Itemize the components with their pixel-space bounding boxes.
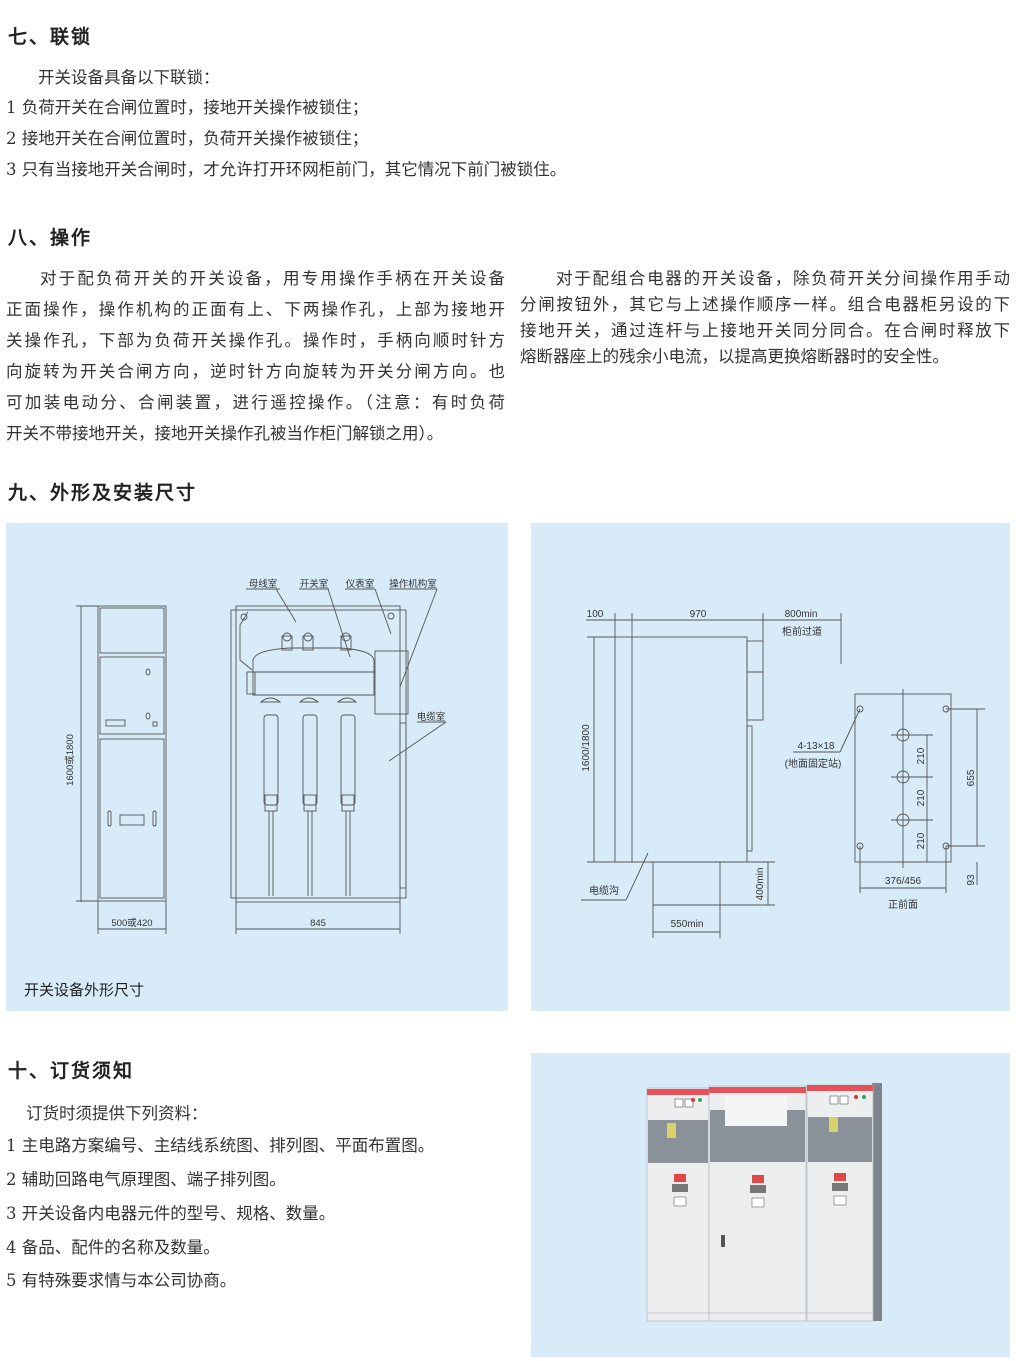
s7-line: 3 只有当接地开关合闸时，才允许打开环网柜前门，其它情况下前门被锁住。 [6, 160, 567, 179]
busbar-room-label: 母线室 [249, 578, 278, 590]
pitch-label: 210 [916, 832, 927, 849]
s8-right-line: 熔断器座上的残余小电流，以提高更换熔断器时的安全性。 [520, 347, 949, 366]
front-label: 正前面 [888, 898, 918, 911]
s7-line: 开关设备具备以下联锁： [38, 68, 220, 87]
pitch-label: 210 [916, 789, 927, 806]
base-width-label: 376/456 [885, 876, 922, 887]
trench-width-label: 550min [671, 919, 704, 930]
trench-label: 电缆沟 [589, 884, 619, 897]
instrument-room-label: 仪表室 [346, 578, 375, 590]
s8-left-line: 对于配负荷开关的开关设备，用专用操作手柄在开关设备 [40, 269, 505, 288]
s8-right-line: 对于配组合电器的开关设备，除负荷开关分间操作用手动 [556, 269, 1010, 288]
switch-room-label: 开关室 [300, 578, 329, 590]
span-label: 655 [966, 769, 977, 786]
s8-left-line: 正面操作，操作机构的正面有上、下两操作孔，上部为接地开 [6, 300, 505, 319]
s10-line: 5 有特殊要求情与本公司协商。 [6, 1271, 237, 1290]
s10-line: 2 辅助回路电气原理图、端子排列图。 [6, 1170, 286, 1189]
s10-line: 订货时须提供下列资料： [26, 1104, 208, 1123]
dim-100: 100 [587, 609, 604, 620]
panel-caption: 开关设备外形尺寸 [24, 981, 145, 999]
width-dim-label: 500或420 [111, 917, 152, 929]
s8-left-line: 可加装电动分、合闸装置，进行遥控操作。（注意：有时负荷 [6, 393, 505, 412]
s8-right-line: 接地开关，通过连杆与上接地开关同分同合。在合闸时释放下 [520, 321, 1010, 340]
s7-line: 1 负荷开关在合闸位置时，接地开关操作被锁住； [6, 98, 369, 117]
edge-label: 93 [966, 874, 977, 886]
s10-line: 1 主电路方案编号、主结线系统图、排列图、平面布置图。 [6, 1136, 435, 1155]
installation-drawing: 100 970 800min 柜前过道 1600/1800 电缆沟 400min… [581, 609, 985, 938]
product-photo-panel [531, 1053, 1010, 1357]
outline-drawing: 1600或1800 500或420 845 母线室 开关室 仪表室 操作机构室 … [64, 578, 447, 934]
holes-note: (地面固定站) [785, 757, 842, 770]
switchgear-photo [646, 1083, 882, 1322]
height-dim-label: 1600或1800 [64, 734, 76, 786]
dim-800min: 800min [785, 609, 818, 620]
pitch-label: 210 [916, 747, 927, 764]
section-10-title: 十、订货须知 [8, 1060, 135, 1082]
aisle-label: 柜前过道 [782, 625, 822, 638]
depth-dim-label: 845 [310, 918, 326, 929]
holes-label: 4-13×18 [798, 741, 835, 752]
outline-dimension-panel: 1600或1800 500或420 845 母线室 开关室 仪表室 操作机构室 … [6, 523, 508, 1011]
mechanism-room-label: 操作机构室 [389, 578, 437, 590]
s10-line: 4 备品、配件的名称及数量。 [6, 1238, 220, 1257]
s8-right-line: 分闸按钮外，其它与上述操作顺序一样。组合电器柜另设的下 [520, 295, 1010, 314]
s8-left-line: 开关不带接地开关，接地开关操作孔被当作柜门解锁之用）。 [6, 424, 444, 443]
section-7-title: 七、联锁 [8, 26, 93, 48]
section-8-title: 八、操作 [8, 227, 93, 249]
section-9-title: 九、外形及安装尺寸 [8, 482, 198, 504]
s7-line: 2 接地开关在合闸位置时，负荷开关操作被锁住； [6, 129, 369, 148]
s8-left-line: 向旋转为开关合闸方向，逆时针方向旋转为开关分闸方向。也 [6, 362, 505, 381]
dim-970: 970 [690, 609, 707, 620]
installation-dimension-panel: 100 970 800min 柜前过道 1600/1800 电缆沟 400min… [531, 523, 1010, 1011]
trench-depth-label: 400min [755, 868, 766, 901]
cable-room-label: 电缆室 [417, 711, 446, 723]
s10-line: 3 开关设备内电器元件的型号、规格、数量。 [6, 1204, 336, 1223]
height-dim-label: 1600/1800 [581, 724, 592, 772]
s8-left-line: 关操作孔，下部为负荷开关操作孔。操作时，手柄向顺时针方 [6, 331, 505, 350]
